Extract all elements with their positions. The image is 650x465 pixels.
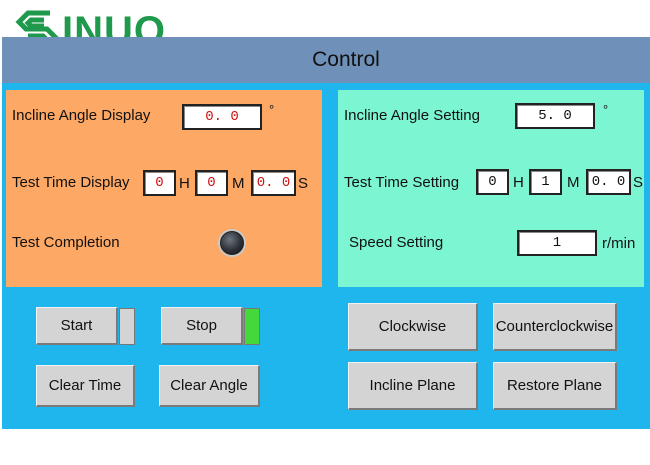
stop-indicator	[244, 308, 260, 345]
incline-angle-display-value: 0. 0	[182, 104, 262, 130]
incline-angle-display-label: Incline Angle Display	[12, 107, 151, 124]
time-display-hours: 0	[143, 170, 176, 196]
test-time-display-label: Test Time Display	[12, 174, 130, 191]
setting-panel: Incline Angle Setting 5. 0 ° Test Time S…	[338, 90, 644, 287]
seconds-unit: S	[298, 175, 309, 192]
test-completion-indicator-lamp	[220, 231, 244, 255]
stop-button[interactable]: Stop	[161, 307, 243, 345]
restore-plane-button[interactable]: Restore Plane	[493, 362, 617, 410]
speed-setting-input[interactable]: 1	[517, 230, 597, 256]
incline-plane-button[interactable]: Incline Plane	[348, 362, 478, 410]
title-bar: Control	[2, 37, 650, 83]
page-title: Control	[312, 48, 380, 71]
degree-symbol: °	[269, 102, 275, 117]
clear-angle-button[interactable]: Clear Angle	[159, 365, 260, 407]
minutes-unit: M	[232, 175, 245, 192]
time-setting-hours-input[interactable]: 0	[476, 169, 509, 195]
hmi-screen: Control Incline Angle Display 0. 0 ° Tes…	[2, 37, 650, 429]
degree-symbol: °	[603, 102, 609, 117]
time-display-seconds: 0. 0	[251, 170, 296, 196]
seconds-unit: S	[633, 174, 644, 191]
start-indicator	[119, 308, 135, 345]
speed-setting-label: Speed Setting	[349, 234, 444, 251]
time-setting-seconds-input[interactable]: 0. 0	[586, 169, 631, 195]
minutes-unit: M	[567, 174, 580, 191]
start-button[interactable]: Start	[36, 307, 118, 345]
time-display-minutes: 0	[195, 170, 228, 196]
test-time-setting-label: Test Time Setting	[344, 174, 460, 191]
test-completion-label: Test Completion	[12, 234, 120, 251]
clockwise-button[interactable]: Clockwise	[348, 303, 478, 351]
incline-angle-setting-label: Incline Angle Setting	[344, 107, 480, 124]
hours-unit: H	[513, 174, 524, 191]
hours-unit: H	[179, 175, 190, 192]
time-setting-minutes-input[interactable]: 1	[529, 169, 562, 195]
display-panel: Incline Angle Display 0. 0 ° Test Time D…	[6, 90, 322, 287]
clear-time-button[interactable]: Clear Time	[36, 365, 135, 407]
incline-angle-setting-input[interactable]: 5. 0	[515, 103, 595, 129]
counterclockwise-button[interactable]: Counterclockwise	[493, 303, 617, 351]
speed-unit: r/min	[602, 235, 636, 252]
